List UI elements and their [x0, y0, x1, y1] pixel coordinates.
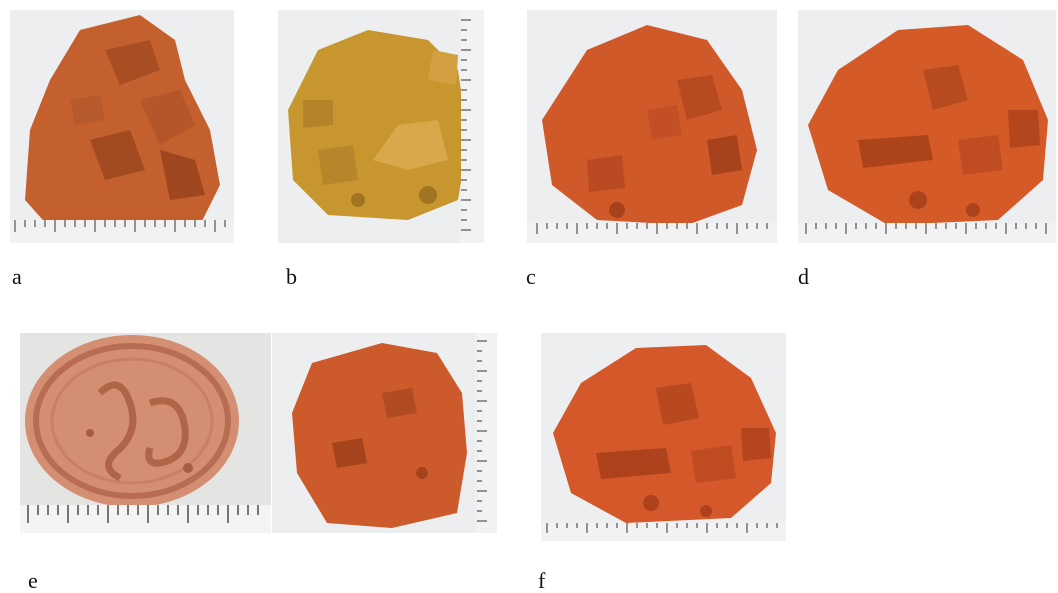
pigment-photo-a [10, 10, 234, 243]
seal-photo-e [20, 333, 271, 533]
pigment-photo-e [272, 333, 497, 533]
panel-label-e: e [28, 568, 38, 593]
panel-label-b: b [286, 264, 297, 289]
pigment-photo-f [541, 333, 786, 541]
pigment-photo-c [527, 10, 777, 243]
pigment-photo-b [278, 10, 484, 243]
panel-label-d: d [798, 264, 809, 289]
panel-label-c: c [526, 264, 536, 289]
panel-label-f: f [538, 568, 546, 593]
panel-label-a: a [12, 264, 22, 289]
pigment-photo-d [798, 10, 1056, 243]
